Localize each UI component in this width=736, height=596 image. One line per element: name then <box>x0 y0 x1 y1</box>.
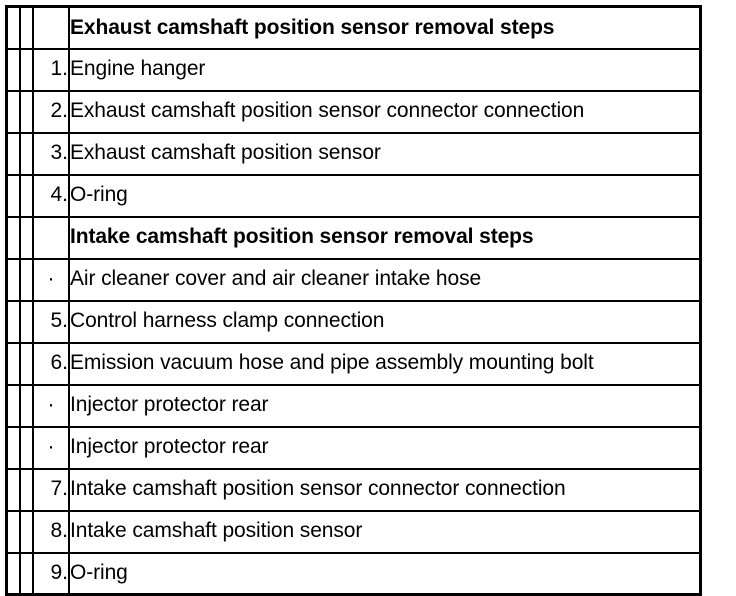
step-number-marker: 9. <box>32 551 70 596</box>
step-bullet-marker: · <box>32 425 70 470</box>
step-number-marker: 2. <box>32 89 70 134</box>
table-row: ·Injector protector rear <box>5 425 702 470</box>
step-description-label: Intake camshaft position sensor connecto… <box>68 467 702 512</box>
table-row: 6.Emission vacuum hose and pipe assembly… <box>5 341 702 386</box>
step-number-marker: 7. <box>32 467 70 512</box>
gutter-cell-inner <box>19 257 34 302</box>
gutter-cell-outer <box>5 173 21 218</box>
step-description-label: O-ring <box>68 173 702 218</box>
gutter-cell-outer <box>5 299 21 344</box>
step-number-marker: 8. <box>32 509 70 554</box>
gutter-cell-outer <box>5 131 21 176</box>
step-description-label: Air cleaner cover and air cleaner intake… <box>68 257 702 302</box>
step-bullet-marker: · <box>32 383 70 428</box>
table-row: 1.Engine hanger <box>5 47 702 92</box>
removal-steps-table-body: Exhaust camshaft position sensor removal… <box>5 5 702 596</box>
step-bullet-marker: · <box>32 257 70 302</box>
gutter-cell-inner <box>19 47 34 92</box>
gutter-cell-inner <box>19 89 34 134</box>
gutter-cell-outer <box>5 509 21 554</box>
table-row: 2.Exhaust camshaft position sensor conne… <box>5 89 702 134</box>
step-description-label: Control harness clamp connection <box>68 299 702 344</box>
table-row: 3.Exhaust camshaft position sensor <box>5 131 702 176</box>
step-number-marker <box>32 5 70 50</box>
step-description-label: Injector protector rear <box>68 383 702 428</box>
table-row: 9.O-ring <box>5 551 702 596</box>
gutter-cell-outer <box>5 89 21 134</box>
step-number-marker <box>32 215 70 260</box>
gutter-cell-inner <box>19 383 34 428</box>
gutter-cell-outer <box>5 425 21 470</box>
table-heading-row: Intake camshaft position sensor removal … <box>5 215 702 260</box>
table-row: 5.Control harness clamp connection <box>5 299 702 344</box>
gutter-cell-outer <box>5 341 21 386</box>
gutter-cell-inner <box>19 341 34 386</box>
gutter-cell-outer <box>5 47 21 92</box>
table-row: 7.Intake camshaft position sensor connec… <box>5 467 702 512</box>
removal-steps-table: Exhaust camshaft position sensor removal… <box>5 5 702 596</box>
step-description-label: Intake camshaft position sensor <box>68 509 702 554</box>
gutter-cell-inner <box>19 131 34 176</box>
gutter-cell-outer <box>5 215 21 260</box>
gutter-cell-inner <box>19 299 34 344</box>
section-heading-label: Intake camshaft position sensor removal … <box>68 215 702 260</box>
gutter-cell-inner <box>19 173 34 218</box>
table-row: ·Air cleaner cover and air cleaner intak… <box>5 257 702 302</box>
step-description-label: Injector protector rear <box>68 425 702 470</box>
step-number-marker: 4. <box>32 173 70 218</box>
gutter-cell-outer <box>5 257 21 302</box>
step-number-marker: 6. <box>32 341 70 386</box>
step-description-label: Emission vacuum hose and pipe assembly m… <box>68 341 702 386</box>
gutter-cell-inner <box>19 5 34 50</box>
gutter-cell-outer <box>5 5 21 50</box>
step-description-label: Exhaust camshaft position sensor <box>68 131 702 176</box>
table-row: 8.Intake camshaft position sensor <box>5 509 702 554</box>
step-description-label: O-ring <box>68 551 702 596</box>
gutter-cell-inner <box>19 551 34 596</box>
gutter-cell-outer <box>5 467 21 512</box>
gutter-cell-inner <box>19 215 34 260</box>
step-description-label: Exhaust camshaft position sensor connect… <box>68 89 702 134</box>
gutter-cell-inner <box>19 425 34 470</box>
step-number-marker: 1. <box>32 47 70 92</box>
gutter-cell-inner <box>19 467 34 512</box>
gutter-cell-outer <box>5 551 21 596</box>
table-heading-row: Exhaust camshaft position sensor removal… <box>5 5 702 50</box>
step-number-marker: 5. <box>32 299 70 344</box>
section-heading-label: Exhaust camshaft position sensor removal… <box>68 5 702 50</box>
step-description-label: Engine hanger <box>68 47 702 92</box>
step-number-marker: 3. <box>32 131 70 176</box>
gutter-cell-inner <box>19 509 34 554</box>
table-row: ·Injector protector rear <box>5 383 702 428</box>
table-row: 4.O-ring <box>5 173 702 218</box>
gutter-cell-outer <box>5 383 21 428</box>
